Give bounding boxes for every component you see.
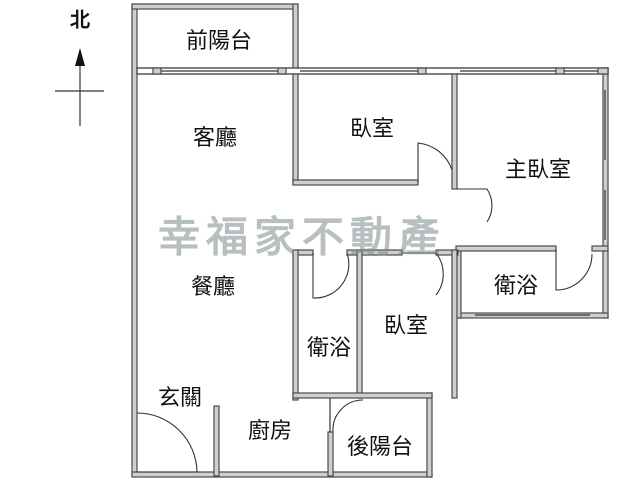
room-label-front-balcony: 前陽台	[186, 29, 252, 54]
door-bath-east	[555, 249, 593, 291]
room-label-back-balcony: 後陽台	[347, 435, 413, 460]
wall-master-left	[451, 73, 458, 190]
wall-back-balcony-right	[426, 392, 433, 478]
east-windows	[475, 90, 606, 316]
wall-master-bottom	[455, 245, 557, 252]
wall-lower	[292, 392, 433, 399]
room-label-entrance: 玄關	[158, 386, 202, 411]
room-label-bathroom-east: 衛浴	[494, 274, 538, 299]
room-label-dining-room: 餐廳	[191, 275, 235, 300]
room-labels: 前陽台 客廳 臥室 主臥室 餐廳 衛浴 衛浴 臥室 玄關 廚房 後陽台	[158, 29, 571, 460]
door-entrance	[136, 412, 198, 473]
interior-walls	[213, 73, 609, 477]
door-bath-center	[312, 252, 350, 299]
room-label-master-bedroom: 主臥室	[505, 158, 571, 183]
door-back-balcony	[332, 399, 364, 433]
wall-bath-center-left	[292, 249, 299, 401]
door-bedroom-center	[402, 252, 444, 296]
wall-bedroom-north-left	[292, 73, 299, 185]
wall-bottom	[131, 471, 433, 478]
watermark-text: 幸福家不動產	[158, 213, 446, 262]
door-bedroom-north	[417, 142, 453, 183]
wall-bath-center-right	[356, 249, 363, 399]
wall-kitchen-left	[213, 405, 220, 477]
doors	[136, 142, 593, 473]
room-label-living-room: 客廳	[193, 126, 237, 151]
room-label-bedroom-center: 臥室	[384, 314, 428, 339]
room-label-bedroom-north: 臥室	[350, 117, 394, 142]
room-label-bathroom-center: 衛浴	[307, 336, 351, 361]
room-label-kitchen: 廚房	[248, 419, 292, 444]
wall-front-balcony-right	[292, 3, 299, 75]
wall-left	[131, 3, 138, 477]
door-master-bedroom	[457, 188, 493, 223]
north-windows	[136, 67, 609, 75]
north-label: 北	[70, 8, 90, 32]
wall-front-balcony-top	[131, 3, 299, 10]
north-indicator: 北	[55, 8, 104, 126]
north-arrow-icon	[55, 48, 104, 126]
wall-back-balcony-left	[327, 431, 334, 477]
wall-bedroom-center-right	[451, 249, 458, 399]
wall-bedroom-north-bottom	[292, 179, 419, 186]
